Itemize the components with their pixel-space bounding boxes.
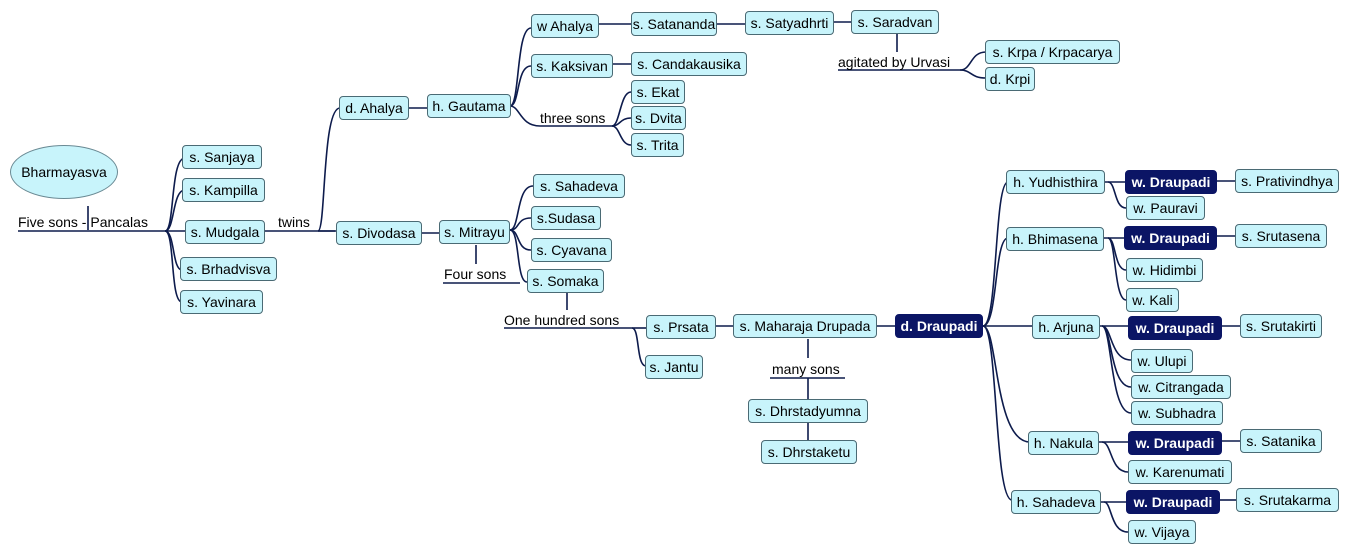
node-sahadeva-son[interactable]: s. Sahadeva [533, 174, 625, 198]
node-dhrstaketu[interactable]: s. Dhrstaketu [761, 440, 857, 464]
label-twins: twins [278, 214, 310, 230]
node-satyadhrti[interactable]: s. Satyadhrti [745, 11, 834, 35]
node-wife-draupadi-5[interactable]: w. Draupadi [1126, 490, 1220, 514]
node-candakausika[interactable]: s. Candakausika [631, 52, 747, 76]
node-sanjaya[interactable]: s. Sanjaya [182, 145, 262, 169]
node-yavinara[interactable]: s. Yavinara [180, 290, 263, 314]
node-satananda[interactable]: s. Satananda [631, 12, 717, 36]
node-wife-draupadi-1[interactable]: w. Draupadi [1125, 170, 1217, 194]
root-node-bharmayasva[interactable]: Bharmayasva [10, 145, 118, 199]
node-kali[interactable]: w. Kali [1126, 288, 1179, 312]
node-brhadvisva[interactable]: s. Brhadvisva [180, 257, 277, 281]
label-three-sons: three sons [540, 110, 606, 126]
node-sudasa[interactable]: s.Sudasa [531, 206, 601, 230]
node-dvita[interactable]: s. Dvita [631, 106, 686, 130]
node-kampilla[interactable]: s. Kampilla [182, 178, 265, 202]
label-four-sons: Four sons [444, 266, 507, 282]
node-kaksivan[interactable]: s. Kaksivan [531, 54, 613, 78]
label-one-hundred-sons: One hundred sons [504, 312, 620, 328]
node-somaka[interactable]: s. Somaka [527, 269, 604, 293]
node-gautama[interactable]: h. Gautama [427, 94, 511, 118]
label-five-sons: Five sons - Pancalas [18, 214, 148, 230]
node-mitrayu[interactable]: s. Mitrayu [439, 220, 510, 244]
node-cyavana[interactable]: s. Cyavana [531, 238, 612, 262]
node-divodasa[interactable]: s. Divodasa [336, 221, 422, 245]
node-dhrstadyumna[interactable]: s. Dhrstadyumna [748, 399, 868, 423]
node-vijaya[interactable]: w. Vijaya [1128, 520, 1196, 544]
node-wife-draupadi-4[interactable]: w. Draupadi [1128, 431, 1222, 455]
node-krpi[interactable]: d. Krpi [985, 67, 1035, 91]
node-prsata[interactable]: s. Prsata [646, 315, 716, 339]
node-drupada[interactable]: s. Maharaja Drupada [733, 314, 877, 338]
node-ahalya-daughter[interactable]: d. Ahalya [339, 96, 409, 120]
node-karenumati[interactable]: w. Karenumati [1128, 460, 1232, 484]
node-satanika[interactable]: s. Satanika [1240, 429, 1322, 453]
node-nakula[interactable]: h. Nakula [1028, 431, 1099, 455]
node-prativindhya[interactable]: s. Prativindhya [1235, 169, 1339, 193]
node-wife-draupadi-2[interactable]: w. Draupadi [1124, 226, 1217, 250]
node-draupadi-daughter[interactable]: d. Draupadi [895, 314, 983, 338]
node-sahadeva-husband[interactable]: h. Sahadeva [1011, 490, 1101, 514]
node-jantu[interactable]: s. Jantu [645, 355, 703, 379]
label-many-sons: many sons [772, 361, 840, 377]
node-trita[interactable]: s. Trita [631, 133, 684, 157]
node-ekat[interactable]: s. Ekat [631, 80, 685, 104]
node-yudhisthira[interactable]: h. Yudhisthira [1006, 170, 1105, 194]
node-hidimbi[interactable]: w. Hidimbi [1126, 258, 1203, 282]
node-citrangada[interactable]: w. Citrangada [1131, 375, 1231, 399]
node-saradvan[interactable]: s. Saradvan [851, 10, 939, 34]
node-bhimasena[interactable]: h. Bhimasena [1006, 227, 1104, 251]
node-ulupi[interactable]: w. Ulupi [1131, 349, 1193, 373]
node-srutakirti[interactable]: s. Srutakirti [1240, 314, 1322, 338]
node-krpa[interactable]: s. Krpa / Krpacarya [985, 40, 1120, 64]
node-ahalya-wife[interactable]: w Ahalya [531, 14, 599, 38]
node-srutasena[interactable]: s. Srutasena [1235, 224, 1327, 248]
label-agitated-by-urvasi: agitated by Urvasi [838, 54, 951, 70]
node-arjuna[interactable]: h. Arjuna [1032, 315, 1100, 339]
node-srutakarma[interactable]: s. Srutakarma [1236, 488, 1339, 512]
node-pauravi[interactable]: w. Pauravi [1126, 196, 1205, 220]
node-subhadra[interactable]: w. Subhadra [1131, 401, 1223, 425]
node-mudgala[interactable]: s. Mudgala [185, 220, 265, 244]
node-wife-draupadi-3[interactable]: w. Draupadi [1128, 316, 1222, 340]
